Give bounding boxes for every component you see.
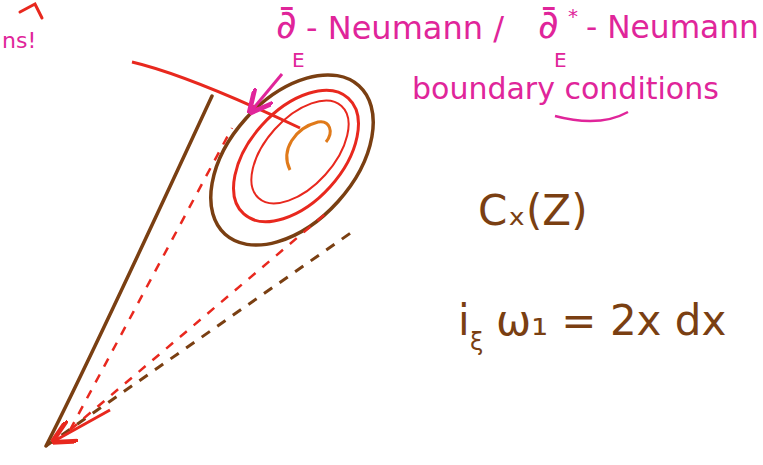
- subscript: E: [554, 50, 567, 70]
- superscript: *: [568, 6, 578, 26]
- subscript: E: [292, 50, 305, 70]
- red-dashed-side: [70, 210, 330, 430]
- pink-arrow: [252, 74, 282, 110]
- operator-symbol: ∂̄: [276, 4, 297, 44]
- equation: ω₁ = 2x dx: [496, 300, 726, 342]
- condition-name: - Neumann /: [306, 12, 504, 44]
- condition-label: boundary conditions: [412, 74, 719, 104]
- subscript: ξ: [470, 330, 483, 354]
- pink-underline: [555, 112, 628, 121]
- math-symbol: i: [458, 300, 470, 342]
- operator-symbol: ∂̄: [538, 4, 559, 44]
- red-dashed-side: [70, 128, 232, 430]
- red-boundary: [210, 67, 383, 244]
- margin-note: ns!: [2, 30, 36, 52]
- red-boundary-inner: [233, 83, 367, 221]
- red-pointer: [132, 62, 300, 128]
- space-name: Cₓ(Z): [478, 190, 588, 232]
- red-mark: [20, 4, 42, 18]
- cone-side: [46, 96, 212, 446]
- cone-side-dashed: [46, 232, 352, 446]
- condition-name: - Neumann: [586, 12, 759, 43]
- red-arrow: [56, 410, 110, 440]
- orange-curve: [287, 122, 330, 170]
